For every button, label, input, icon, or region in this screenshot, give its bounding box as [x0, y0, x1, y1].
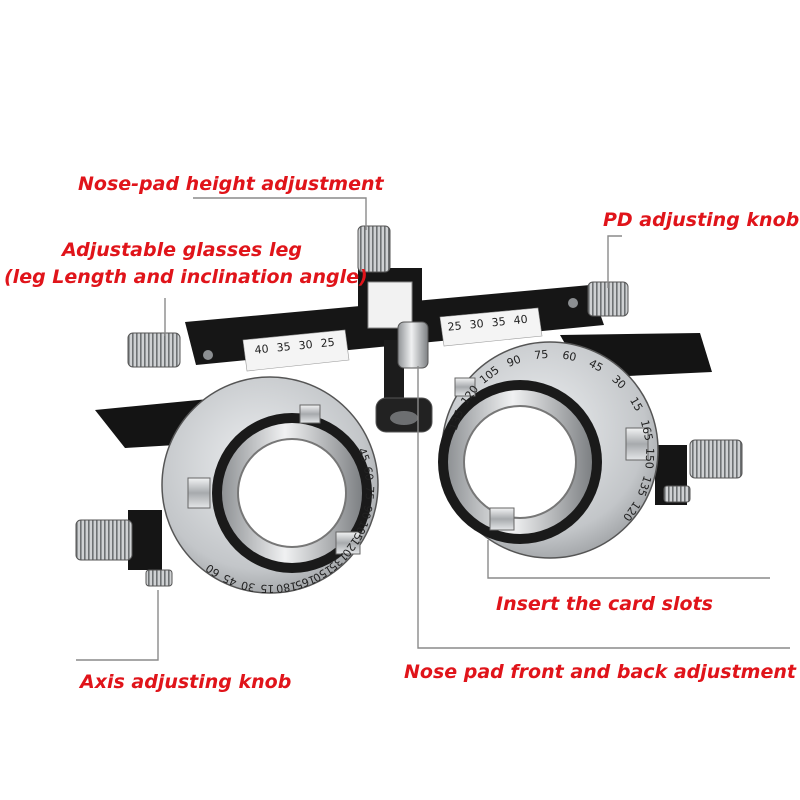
- label-nose-pad-front-back: Nose pad front and back adjustment: [404, 661, 797, 683]
- left-lens-clip: [299, 404, 321, 424]
- axis-dial-number: 180: [275, 579, 298, 595]
- axis-dial-number: 15: [260, 582, 274, 595]
- right-pd-scale: 25 30 35 40: [447, 313, 528, 334]
- pd-scale-number: 35: [276, 340, 291, 354]
- leader-nose-pad-front-back: [417, 366, 790, 649]
- axis-dial-number: 15: [627, 395, 645, 414]
- pd-scale-number: 30: [469, 317, 484, 331]
- label-axis-knob: Axis adjusting knob: [78, 671, 291, 693]
- leader-nose-pad-height: [193, 197, 367, 230]
- left-pd-scale-plate: [242, 329, 350, 372]
- left-lens-clip: [335, 531, 361, 555]
- pd-scale-number: 30: [298, 338, 313, 352]
- label-pd-knob: PD adjusting knob: [603, 209, 799, 231]
- left-lower-block: [128, 510, 162, 570]
- right-lens-clip: [454, 377, 476, 397]
- label-nose-pad-height: Nose-pad height adjustment: [78, 173, 384, 195]
- left-lens-opening: [237, 438, 347, 548]
- label-glasses-leg-line1: Adjustable glasses leg: [60, 239, 302, 261]
- axis-dial-number: 150: [642, 448, 656, 470]
- axis-dial-number: 60: [361, 466, 376, 482]
- center-post-window: [367, 281, 413, 329]
- label-glasses-leg-line2: (leg Length and inclination angle): [4, 266, 368, 288]
- nose-pad-highlight: [390, 411, 418, 425]
- nose-pad-front-back-knob: [397, 321, 429, 369]
- axis-dial-number: 75: [534, 348, 549, 362]
- pd-scale-number: 40: [513, 313, 528, 327]
- pd-scale-number: 25: [320, 336, 335, 350]
- axis-dial-number: 45: [355, 446, 372, 464]
- left-glasses-leg-knob: [127, 332, 181, 368]
- pd-scale-number: 40: [254, 342, 269, 356]
- pd-scale-number: 35: [491, 315, 506, 329]
- left-lens-clip: [187, 477, 211, 509]
- leader-pd-knob: [607, 235, 622, 288]
- axis-dial-number: 165: [638, 419, 656, 442]
- right-lens-opening: [463, 405, 577, 519]
- screw: [203, 350, 213, 360]
- pd-scale-number: 25: [447, 319, 462, 333]
- right-lens-clip: [489, 507, 515, 531]
- axis-dial-number: 45: [587, 357, 605, 375]
- axis-dial-number: 60: [561, 349, 577, 364]
- left-pd-scale: 40 35 30 25: [254, 336, 335, 357]
- nose-pad-height-knob: [357, 225, 391, 273]
- right-temple-knob: [689, 439, 743, 479]
- axis-dial-number: 75: [363, 486, 377, 501]
- leader-axis-knob: [76, 590, 159, 661]
- label-card-slots: Insert the card slots: [496, 593, 713, 615]
- axis-dial-number: 30: [240, 578, 257, 594]
- leader-lines: [76, 197, 790, 661]
- screw: [568, 298, 578, 308]
- right-lens-clip: [625, 427, 649, 461]
- axis-dial-number: 90: [359, 504, 375, 521]
- axis-dial-number: 90: [505, 353, 523, 370]
- trial-frame: [75, 225, 743, 594]
- axis-dial-number: 45: [221, 571, 239, 589]
- left-axis-knob: [145, 569, 173, 587]
- right-pd-scale-plate: [439, 307, 543, 347]
- right-axis-knob: [663, 485, 691, 503]
- left-temple-knob: [75, 519, 133, 561]
- leader-card-slots: [487, 540, 770, 579]
- axis-dial-number: 135: [635, 474, 654, 498]
